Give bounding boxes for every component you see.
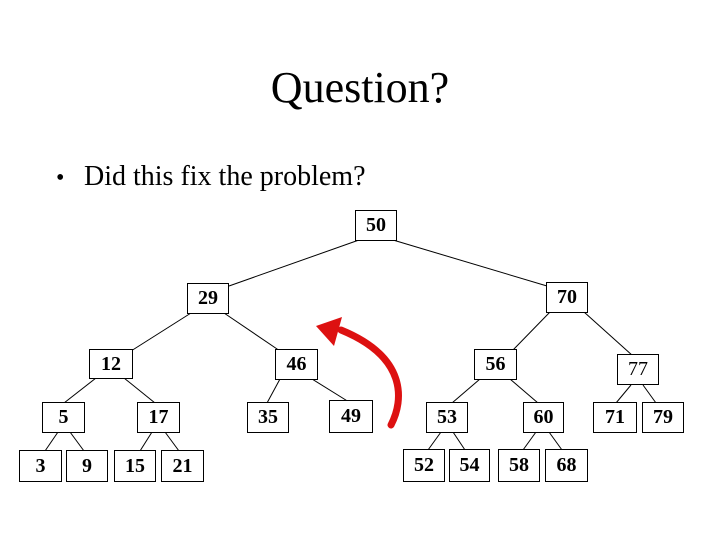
tree-node-52: 52 — [403, 449, 445, 482]
tree-node-54: 54 — [449, 449, 490, 482]
bullet-item: • Did this fix the problem? — [56, 160, 366, 194]
tree-node-71: 71 — [593, 402, 637, 433]
tree-node-56: 56 — [474, 349, 517, 380]
tree-node-3: 3 — [19, 450, 62, 482]
tree-node-15: 15 — [114, 450, 156, 482]
tree-node-60: 60 — [523, 402, 564, 433]
red-curved-arrow — [316, 317, 402, 429]
tree-node-68: 68 — [545, 449, 588, 482]
slide-title: Question? — [270, 63, 450, 112]
tree-edges — [44, 239, 657, 452]
arrow-shaft — [337, 326, 402, 429]
bullet-text: Did this fix the problem? — [84, 161, 366, 192]
tree-node-12: 12 — [89, 349, 133, 379]
tree-node-77: 77 — [617, 354, 659, 385]
tree-node-70: 70 — [546, 282, 588, 313]
tree-node-29: 29 — [187, 283, 229, 314]
tree-node-50: 50 — [355, 210, 397, 241]
tree-node-49: 49 — [329, 400, 373, 433]
arrow-head-icon — [316, 317, 342, 346]
tree-node-9: 9 — [66, 450, 108, 482]
tree-node-53: 53 — [426, 402, 468, 433]
tree-node-35: 35 — [247, 402, 289, 433]
tree-node-46: 46 — [275, 349, 318, 380]
bullet-marker-icon: • — [56, 165, 65, 191]
tree-node-5: 5 — [42, 402, 85, 433]
tree-node-21: 21 — [161, 450, 204, 482]
tree-node-79: 79 — [642, 402, 684, 433]
tree-node-17: 17 — [137, 402, 180, 433]
tree-node-58: 58 — [498, 449, 540, 482]
